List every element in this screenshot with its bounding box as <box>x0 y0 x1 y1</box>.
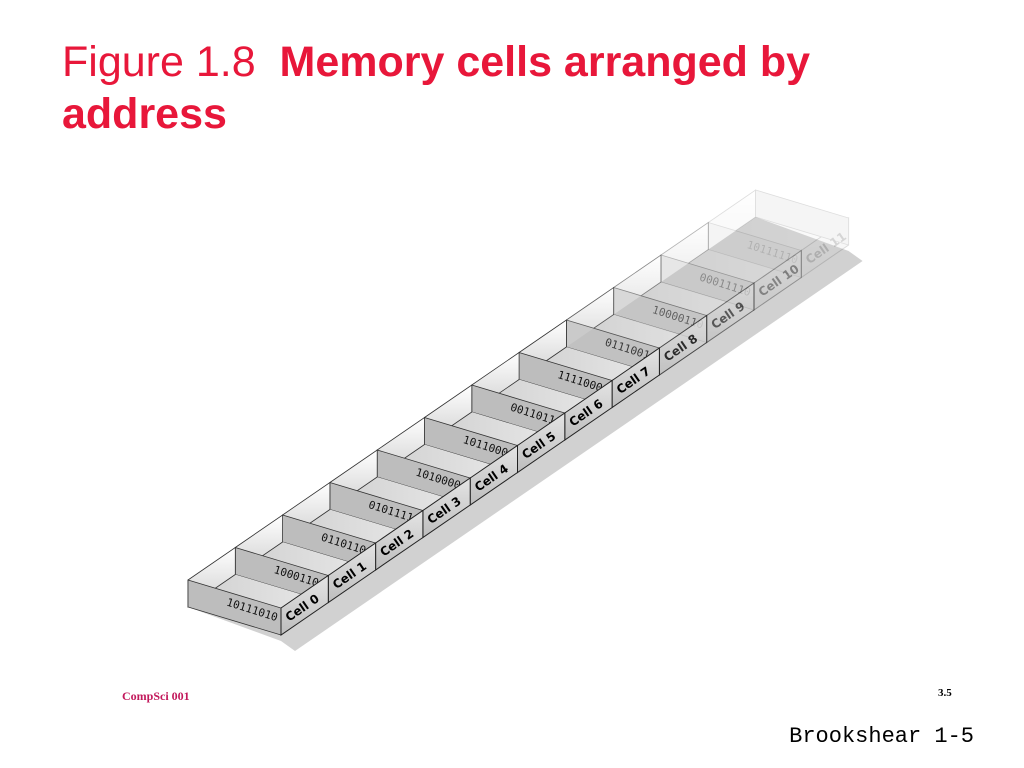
tray-end-wall <box>755 189 849 246</box>
source-credit: Brookshear 1-5 <box>789 724 974 749</box>
slide-title: Figure 1.8 Memory cells arranged by addr… <box>62 36 962 140</box>
cell-front-wall <box>280 574 329 636</box>
title-prefix: Figure 1.8 <box>62 38 256 86</box>
footer-course: CompSci 001 <box>122 689 190 703</box>
slide-number: 3.5 <box>938 687 952 699</box>
title-main: Memory cells arranged by address <box>62 38 811 138</box>
